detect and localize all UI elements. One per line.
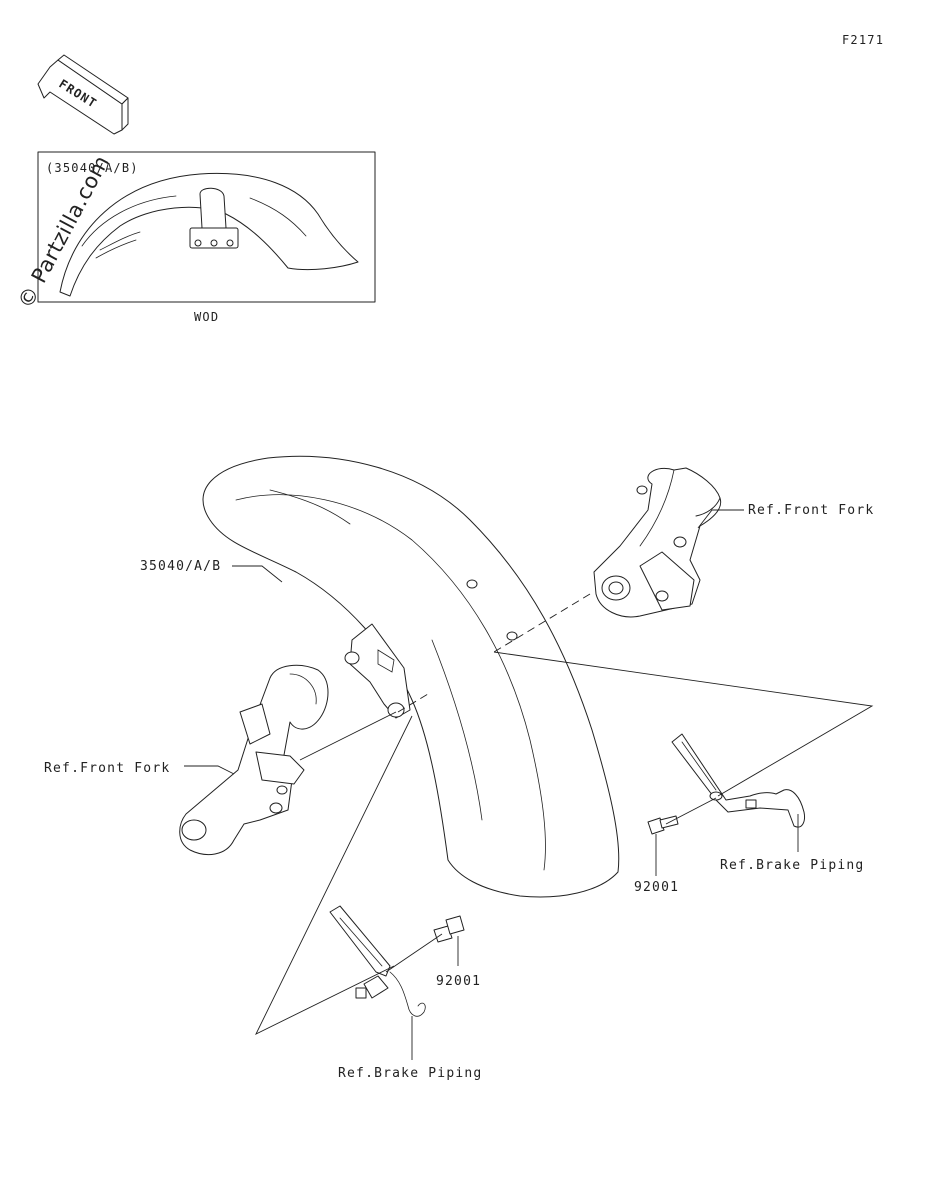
label-front-fork-right: Ref.Front Fork bbox=[748, 503, 874, 518]
right-bolt-92001 bbox=[647, 815, 679, 835]
front-arrow-icon: FRONT bbox=[37, 54, 129, 135]
right-front-fork bbox=[593, 467, 722, 618]
label-brake-piping-left: Ref.Brake Piping bbox=[338, 1066, 482, 1081]
inset-part-label: (35040/A/B) bbox=[46, 161, 139, 175]
label-front-fork-left: Ref.Front Fork bbox=[44, 761, 170, 776]
left-front-fork bbox=[179, 664, 329, 856]
inset-caption: WOD bbox=[194, 310, 219, 324]
leader-lines bbox=[184, 509, 874, 1060]
label-bolt-left: 92001 bbox=[436, 974, 481, 989]
right-brake-bracket bbox=[671, 733, 805, 828]
left-bolt-92001 bbox=[433, 915, 465, 943]
label-brake-piping-right: Ref.Brake Piping bbox=[720, 858, 864, 873]
label-bolt-right: 92001 bbox=[634, 880, 679, 895]
front-fender bbox=[202, 455, 620, 898]
label-fender: 35040/A/B bbox=[140, 559, 221, 574]
left-brake-bracket bbox=[329, 905, 426, 1017]
inset-panel: (35040/A/B) bbox=[37, 151, 376, 303]
diagram-code: F2171 bbox=[842, 33, 884, 47]
